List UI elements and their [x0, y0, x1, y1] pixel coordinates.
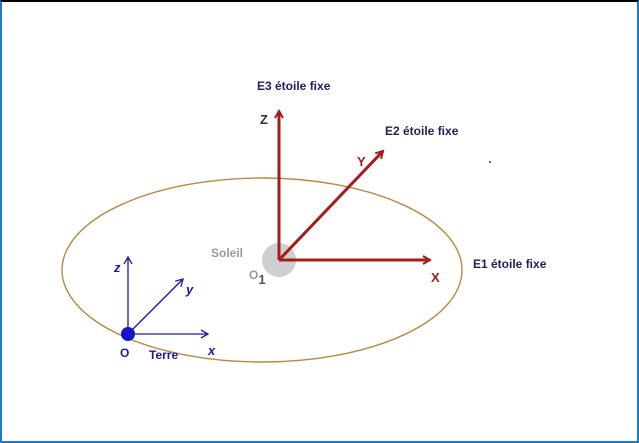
- label-sun-name: Soleil: [211, 246, 243, 260]
- label-sun-origin-subscript: 1: [258, 272, 265, 287]
- label-earth-axis-y: y: [185, 282, 194, 297]
- label-sun-origin-letter: O: [249, 268, 258, 282]
- earth-dot: [121, 327, 135, 341]
- label-e2-star: E2 étoile fixe: [385, 124, 459, 138]
- label-sun-axis-y: Y: [357, 154, 366, 169]
- earth-orbit: [61, 177, 463, 363]
- label-sun-origin: O1: [249, 268, 266, 287]
- label-earth-axis-z: z: [113, 260, 121, 275]
- stray-dot: [489, 161, 491, 163]
- sun-axis-y: [277, 151, 383, 262]
- label-earth-origin: O: [120, 346, 129, 360]
- label-sun-axis-x: X: [431, 270, 440, 285]
- label-e1-star: E1 étoile fixe: [473, 257, 547, 271]
- label-earth-axis-x: x: [207, 343, 216, 358]
- label-e3-star: E3 étoile fixe: [257, 79, 331, 93]
- label-earth-name: Terre: [149, 348, 178, 362]
- label-sun-axis-z: Z: [260, 112, 268, 127]
- earth-axis-y: [127, 278, 184, 335]
